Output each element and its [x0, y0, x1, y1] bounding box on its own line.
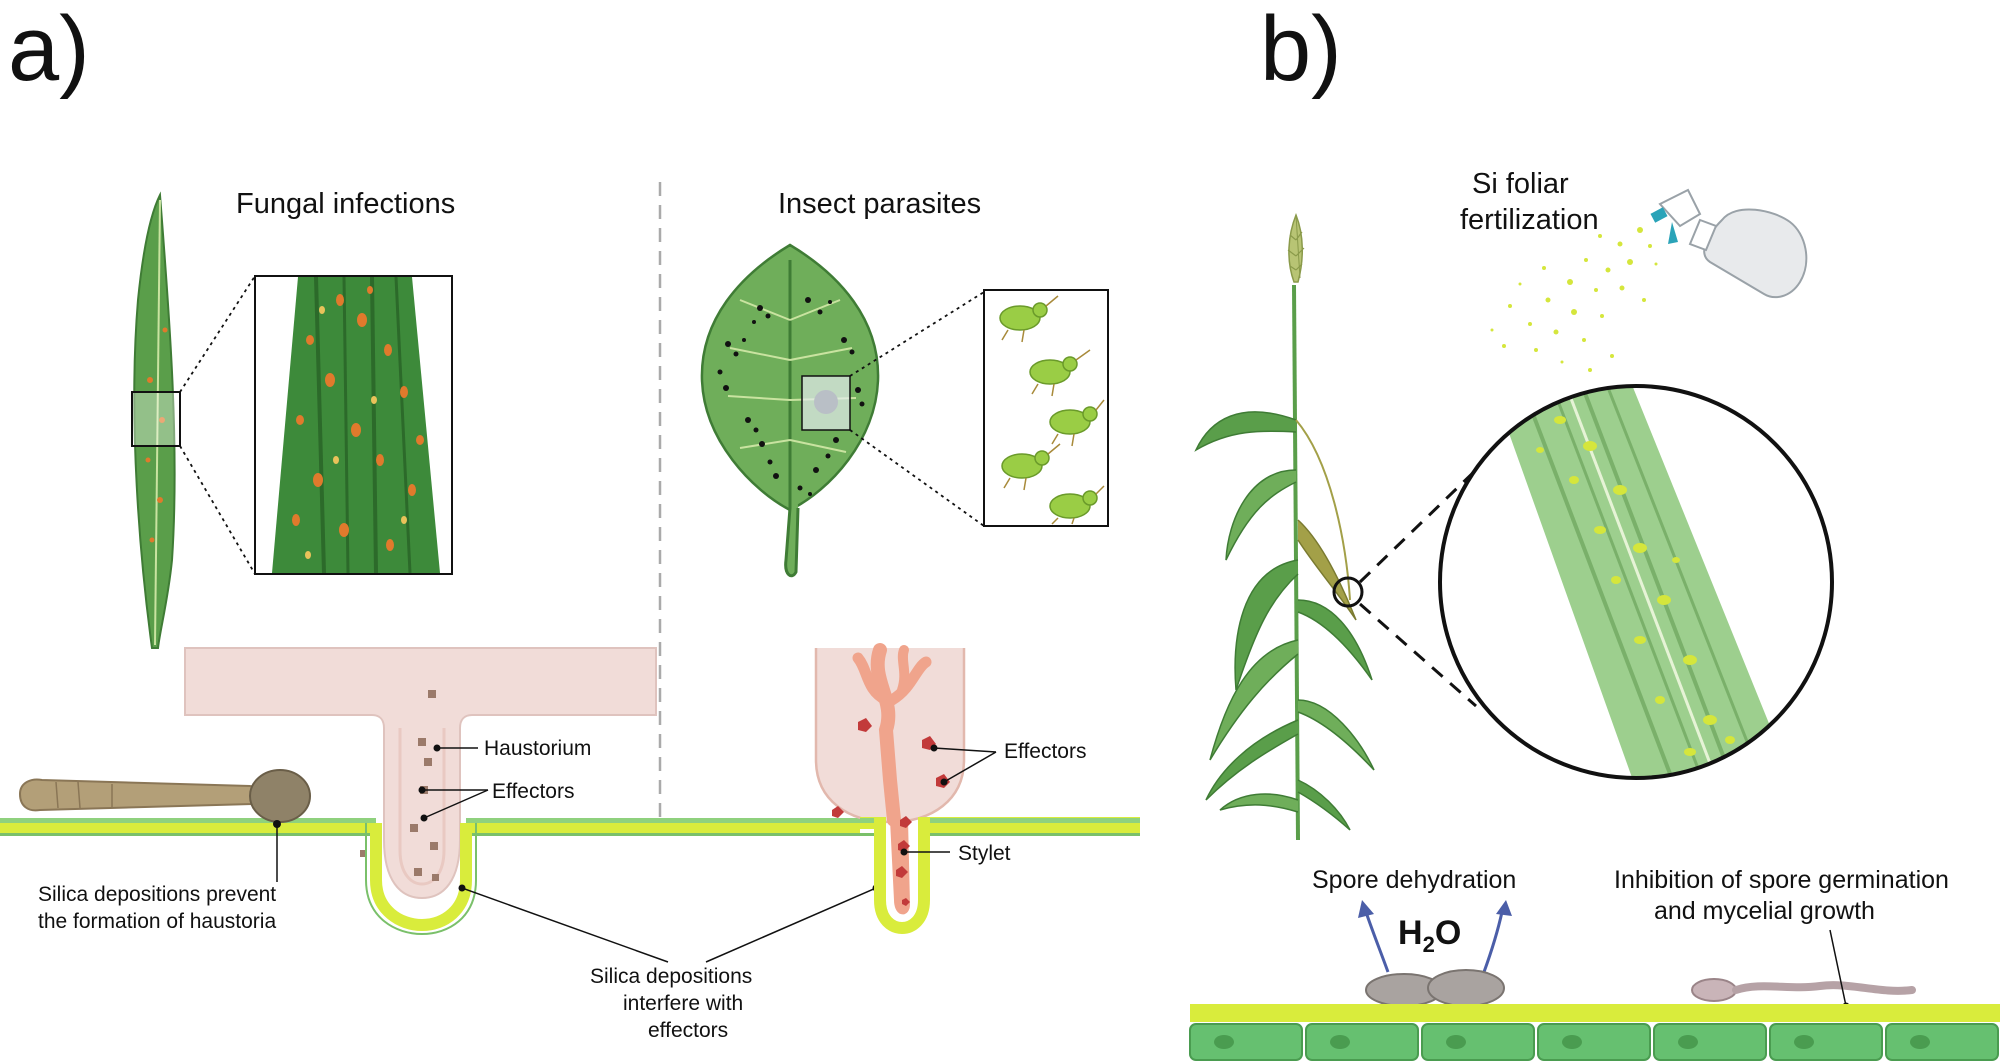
- silica-interfere-label-1: Silica depositions: [590, 965, 752, 988]
- evaporation-arrows: [1358, 900, 1512, 973]
- magnified-leaf-circle: [1438, 384, 1834, 780]
- effectors-left-label: Effectors: [492, 780, 574, 803]
- panel-b-letter: b): [1260, 0, 1342, 100]
- grass-leaf-illustration: [131, 191, 181, 649]
- wheat-plant-illustration: [1194, 212, 1375, 841]
- silica-prevent-label-2: the formation of haustoria: [38, 910, 276, 933]
- effectors-right-leader-1: [933, 747, 997, 753]
- host-cell-haustorium: [184, 647, 657, 900]
- effectors-right-leader-2: [943, 751, 997, 783]
- effectors-left-leader-2: [423, 789, 489, 819]
- water-formula: H2O: [1398, 914, 1461, 957]
- spray-label-2: fertilization: [1460, 204, 1599, 236]
- silica-interfere-leader-left: [461, 887, 669, 963]
- inhibition-label-2: and mycelial growth: [1654, 897, 1875, 925]
- effectors-right-label: Effectors: [1004, 740, 1086, 763]
- spore-dehydration-label: Spore dehydration: [1312, 866, 1516, 894]
- fungal-spore-germ-tube: [18, 769, 311, 828]
- silica-interfere-label-3: effectors: [648, 1019, 728, 1042]
- insect-parasites-title: Insect parasites: [778, 188, 981, 220]
- spray-droplets: [1490, 227, 1658, 372]
- panel-a-letter: a): [8, 0, 90, 100]
- inhibition-leader: [1829, 929, 1847, 1007]
- inhibition-label-1: Inhibition of spore germination: [1614, 866, 1949, 894]
- spray-bottle-icon: [1650, 188, 1808, 299]
- zoom-line-aphid-bottom: [849, 429, 985, 527]
- haustorium-label: Haustorium: [484, 737, 591, 760]
- stylet-label: Stylet: [958, 842, 1011, 865]
- aphid-inset: [983, 289, 1109, 527]
- host-cell-stylet: [814, 643, 966, 915]
- inhibited-spore: [1691, 978, 1916, 1002]
- magnify-line-top: [1358, 464, 1482, 584]
- zoom-line-aphid-top: [849, 291, 985, 377]
- fungal-infections-title: Fungal infections: [236, 188, 455, 220]
- silica-interfere-leader-right: [705, 887, 877, 963]
- silica-interfere-label-2: interfere with: [623, 992, 743, 1015]
- spray-label-1: Si foliar: [1472, 168, 1569, 200]
- dehydrated-spores: [1365, 969, 1505, 1007]
- infested-leaf-illustration: [700, 243, 880, 578]
- zoom-line-bottom-left: [179, 445, 256, 575]
- magnify-line-bottom: [1359, 602, 1477, 708]
- leaf-epidermis-cells: [1189, 1004, 2000, 1061]
- silica-prevent-label-1: Silica depositions prevent: [38, 883, 276, 906]
- leaf-surface-left: [0, 818, 860, 936]
- rust-leaf-inset: [254, 275, 453, 575]
- zoom-line-top-left: [179, 275, 256, 393]
- leaf-surface-right: [860, 817, 1140, 935]
